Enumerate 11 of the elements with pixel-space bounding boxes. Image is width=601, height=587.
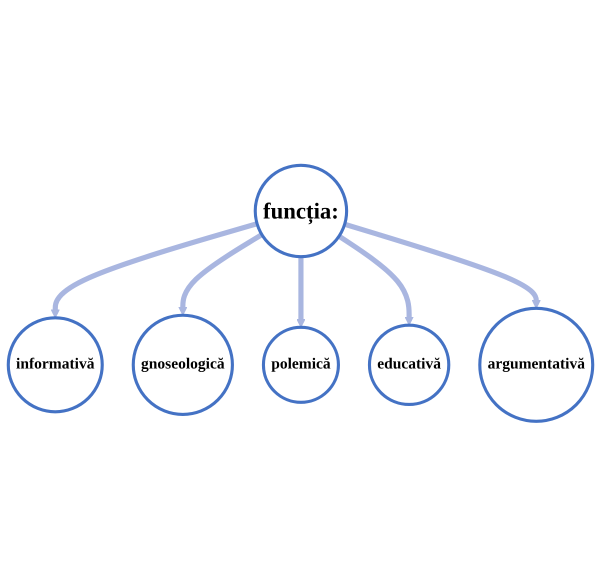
node-circle: argumentativă (478, 307, 594, 424)
arrow (178, 232, 264, 316)
node-circle: gnoseologică (132, 314, 234, 416)
arrow (50, 221, 258, 318)
node-circle: educativă (368, 324, 450, 406)
arrow (344, 222, 541, 309)
arrow (296, 256, 306, 328)
node-circle: funcția: (254, 164, 348, 258)
node-circle: polemică (262, 326, 340, 404)
node-circle: informativă (6, 316, 104, 414)
arrow (338, 234, 414, 326)
